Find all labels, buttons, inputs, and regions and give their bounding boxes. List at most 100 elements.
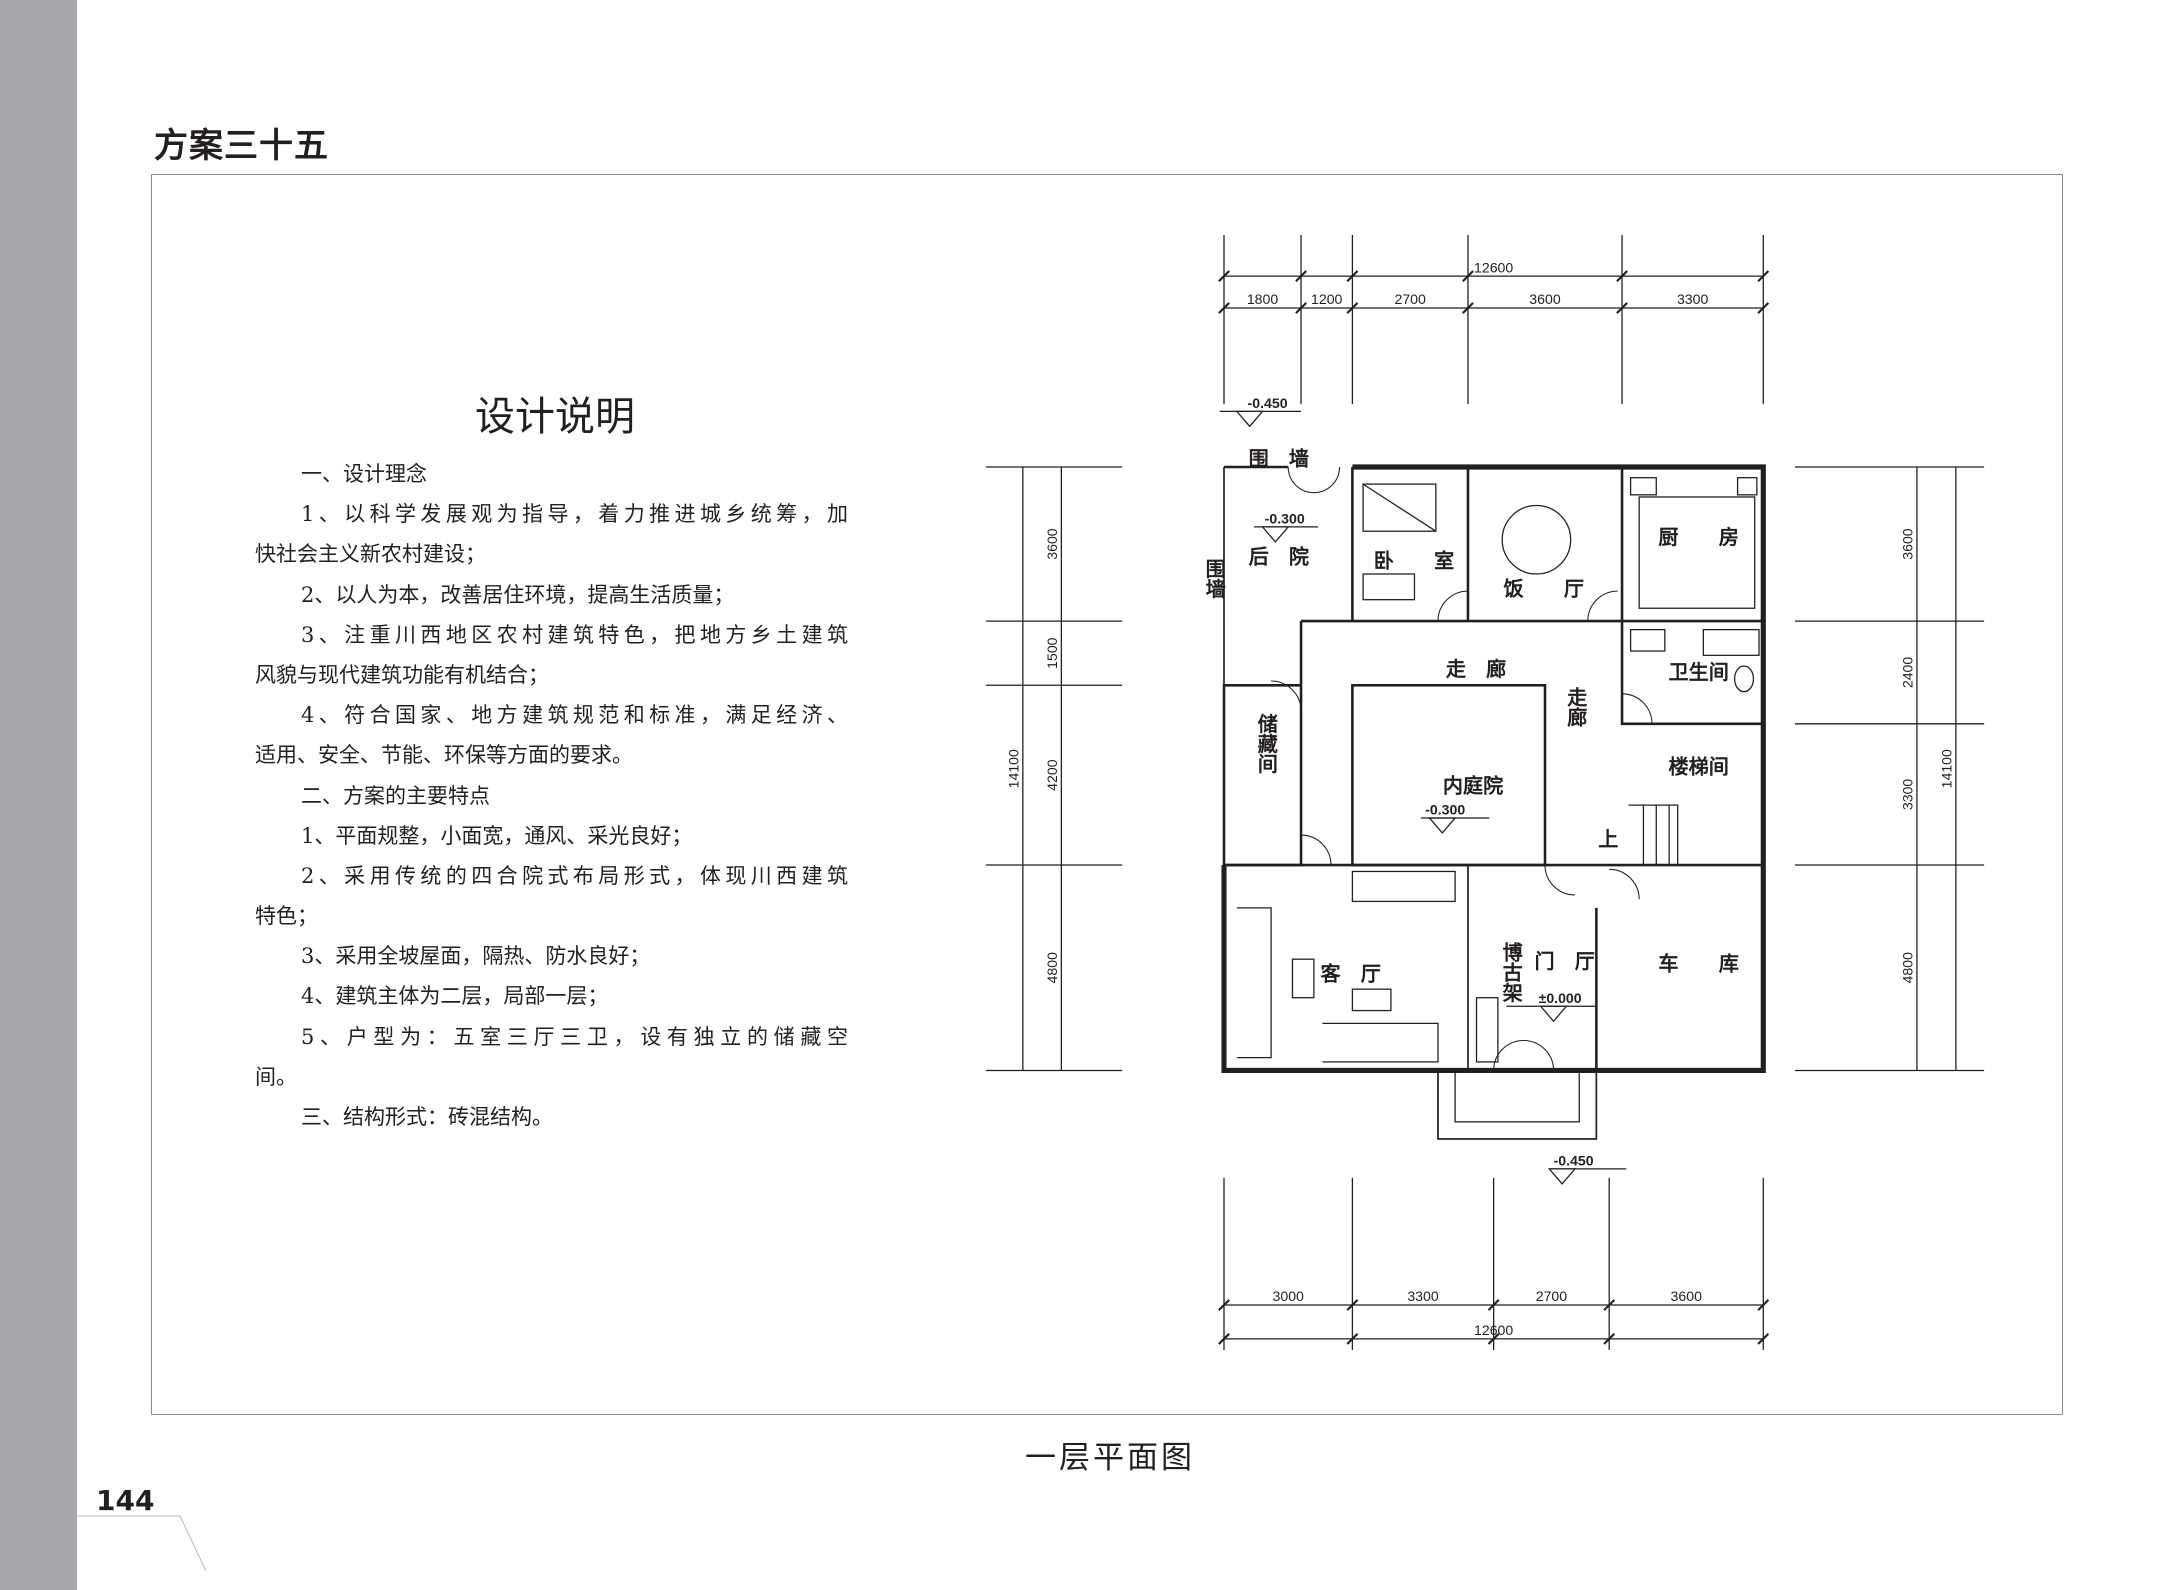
dimension-label-right: 3600 — [1900, 528, 1916, 560]
dimension-label-top: 2700 — [1394, 291, 1426, 307]
dimension-tick — [1295, 302, 1307, 314]
dimension-label-right: 2400 — [1900, 657, 1916, 689]
shelf-icon — [1475, 997, 1499, 1063]
dimension-tick — [1346, 1332, 1359, 1345]
description-heading: 设计说明 — [475, 394, 635, 440]
dimension-tick — [1218, 302, 1230, 314]
label-foyer: 门 厅 — [1535, 949, 1595, 973]
label-kitchen: 厨 房 — [1658, 525, 1738, 549]
dimension-label-left: 4800 — [1044, 952, 1060, 984]
text-line: 适用、安全、节能、环保等方面的要求。 — [255, 743, 633, 768]
content-frame — [151, 174, 2063, 1415]
elevation-bottom: -0.450 — [1554, 1152, 1594, 1168]
label-dining-room: 饭 厅 — [1502, 576, 1583, 600]
dimension-tick — [1616, 270, 1628, 283]
dimension-label-bottom: 2700 — [1536, 1288, 1568, 1304]
dimension-label-right: 4800 — [1900, 952, 1916, 984]
label-stairwell: 楼梯间 — [1668, 754, 1728, 778]
bed-icon — [1362, 483, 1437, 532]
text-line: 间。 — [255, 1064, 297, 1089]
dimension-total-top: 12600 — [1474, 259, 1513, 275]
dimension-label-bottom: 3000 — [1273, 1288, 1305, 1304]
label-corridor: 走 廊 — [1446, 657, 1506, 681]
section-heading: 三、结构形式：砖混结构。 — [301, 1105, 553, 1129]
description-text: 一、设计理念 1、以科学发展观为指导，着力推进城乡统筹，加 快社会主义新农村建设… — [255, 454, 848, 1137]
sofa-icon — [1322, 1022, 1439, 1063]
text-line: 4、建筑主体为二层，局部一层； — [301, 984, 609, 1009]
drawing-caption: 一层平面图 — [1025, 1440, 1195, 1476]
dimension-tick — [1487, 1332, 1500, 1345]
label-courtyard: 内庭院 — [1443, 773, 1503, 797]
doors — [1271, 466, 1653, 1071]
dimension-label-top: 3600 — [1529, 291, 1561, 307]
dimension-label-bottom: 3300 — [1407, 1288, 1439, 1304]
dimension-tick — [1218, 1332, 1230, 1345]
label-display-shelf: 博古架 — [1499, 941, 1523, 1003]
dining-table-icon — [1501, 504, 1572, 575]
dimension-tick — [1757, 270, 1770, 283]
page-corner-line — [179, 1515, 207, 1571]
text-line: 2、采用传统的四合院式布局形式，体现川西建筑 — [301, 863, 848, 888]
section-heading: 二、方案的主要特点 — [301, 783, 490, 808]
dimension-tick — [1462, 270, 1474, 283]
dimension-label-top: 1200 — [1311, 291, 1343, 307]
page-title: 方案三十五 — [154, 126, 329, 166]
section-heading: 一、设计理念 — [301, 462, 427, 486]
dimension-lines: 1800 1200 2700 3600 3300 12600 3000 3300 2700 360… — [986, 235, 1985, 1350]
tv-icon — [1351, 988, 1392, 1012]
dimension-label-right: 3300 — [1900, 779, 1916, 811]
text-line: 快社会主义新农村建设； — [255, 542, 486, 567]
dimension-label-left: 1500 — [1044, 637, 1060, 669]
coffee-table-icon — [1291, 958, 1315, 999]
dimension-label-top: 1800 — [1247, 291, 1279, 307]
dimension-tick — [1346, 1299, 1359, 1311]
washbasin-icon — [1629, 628, 1666, 652]
interior-walls — [1222, 465, 1764, 1140]
dimension-tick — [1295, 270, 1307, 283]
dimension-tick — [1487, 1299, 1500, 1311]
text-line: 1、平面规整，小面宽，通风、采光良好； — [301, 823, 693, 848]
text-line: 4、符合国家、地方建筑规范和标准，满足经济、 — [301, 703, 848, 728]
label-corridor-vertical: 走廊 — [1564, 685, 1588, 727]
text-line: 2、以人为本，改善居住环境，提高生活质量； — [301, 582, 735, 607]
elevation-entry: ±0.000 — [1539, 990, 1582, 1006]
label-stair-up: 上 — [1598, 827, 1618, 851]
text-line: 特色； — [255, 904, 318, 929]
elevation-backyard: -0.300 — [1265, 510, 1305, 526]
label-boundary-wall: 围 墙 — [1249, 447, 1309, 471]
label-garage: 车 库 — [1658, 951, 1738, 975]
dimension-tick — [1757, 1299, 1770, 1311]
toilet-icon — [1733, 665, 1755, 693]
dimension-tick — [1757, 302, 1770, 314]
staircase-icon — [1628, 804, 1679, 866]
dimension-label-top: 3300 — [1677, 291, 1709, 307]
stove-icon — [1736, 477, 1758, 496]
bathtub-icon — [1702, 628, 1760, 656]
label-bathroom: 卫生间 — [1668, 660, 1728, 684]
dimension-tick — [1346, 302, 1359, 314]
dimension-tick — [1603, 1299, 1616, 1311]
label-storage: 储藏间 — [1254, 712, 1278, 774]
elevation-markers — [1219, 410, 1627, 1185]
bed-icon — [1362, 483, 1437, 532]
dimension-tick — [1603, 1332, 1616, 1345]
dimension-tick — [1218, 1299, 1230, 1311]
text-line: 3、采用全坡屋面，隔热、防水良好； — [301, 944, 651, 969]
label-bedroom: 卧 室 — [1374, 549, 1454, 573]
elevation-top-left: -0.450 — [1248, 395, 1288, 411]
outer-walls — [1221, 464, 1766, 1074]
dimension-tick — [1757, 1332, 1770, 1345]
dimension-label-left: 4200 — [1044, 759, 1060, 791]
page-edge-bar — [0, 0, 77, 1590]
dimension-total-bottom: 12600 — [1474, 1322, 1513, 1338]
text-line: 5、户型为：五室三厅三卫，设有独立的储藏空 — [301, 1024, 848, 1049]
dimension-total-left: 14100 — [1006, 749, 1022, 788]
dimension-tick — [1616, 302, 1628, 314]
label-boundary-wall-left: 围墙 — [1202, 558, 1226, 599]
sofa-icon — [1236, 907, 1272, 1059]
label-backyard: 后 院 — [1249, 544, 1309, 568]
dimension-label-bottom: 3600 — [1671, 1288, 1703, 1304]
dresser-icon — [1362, 573, 1416, 601]
text-line: 1、以科学发展观为指导，着力推进城乡统筹，加 — [301, 502, 848, 527]
